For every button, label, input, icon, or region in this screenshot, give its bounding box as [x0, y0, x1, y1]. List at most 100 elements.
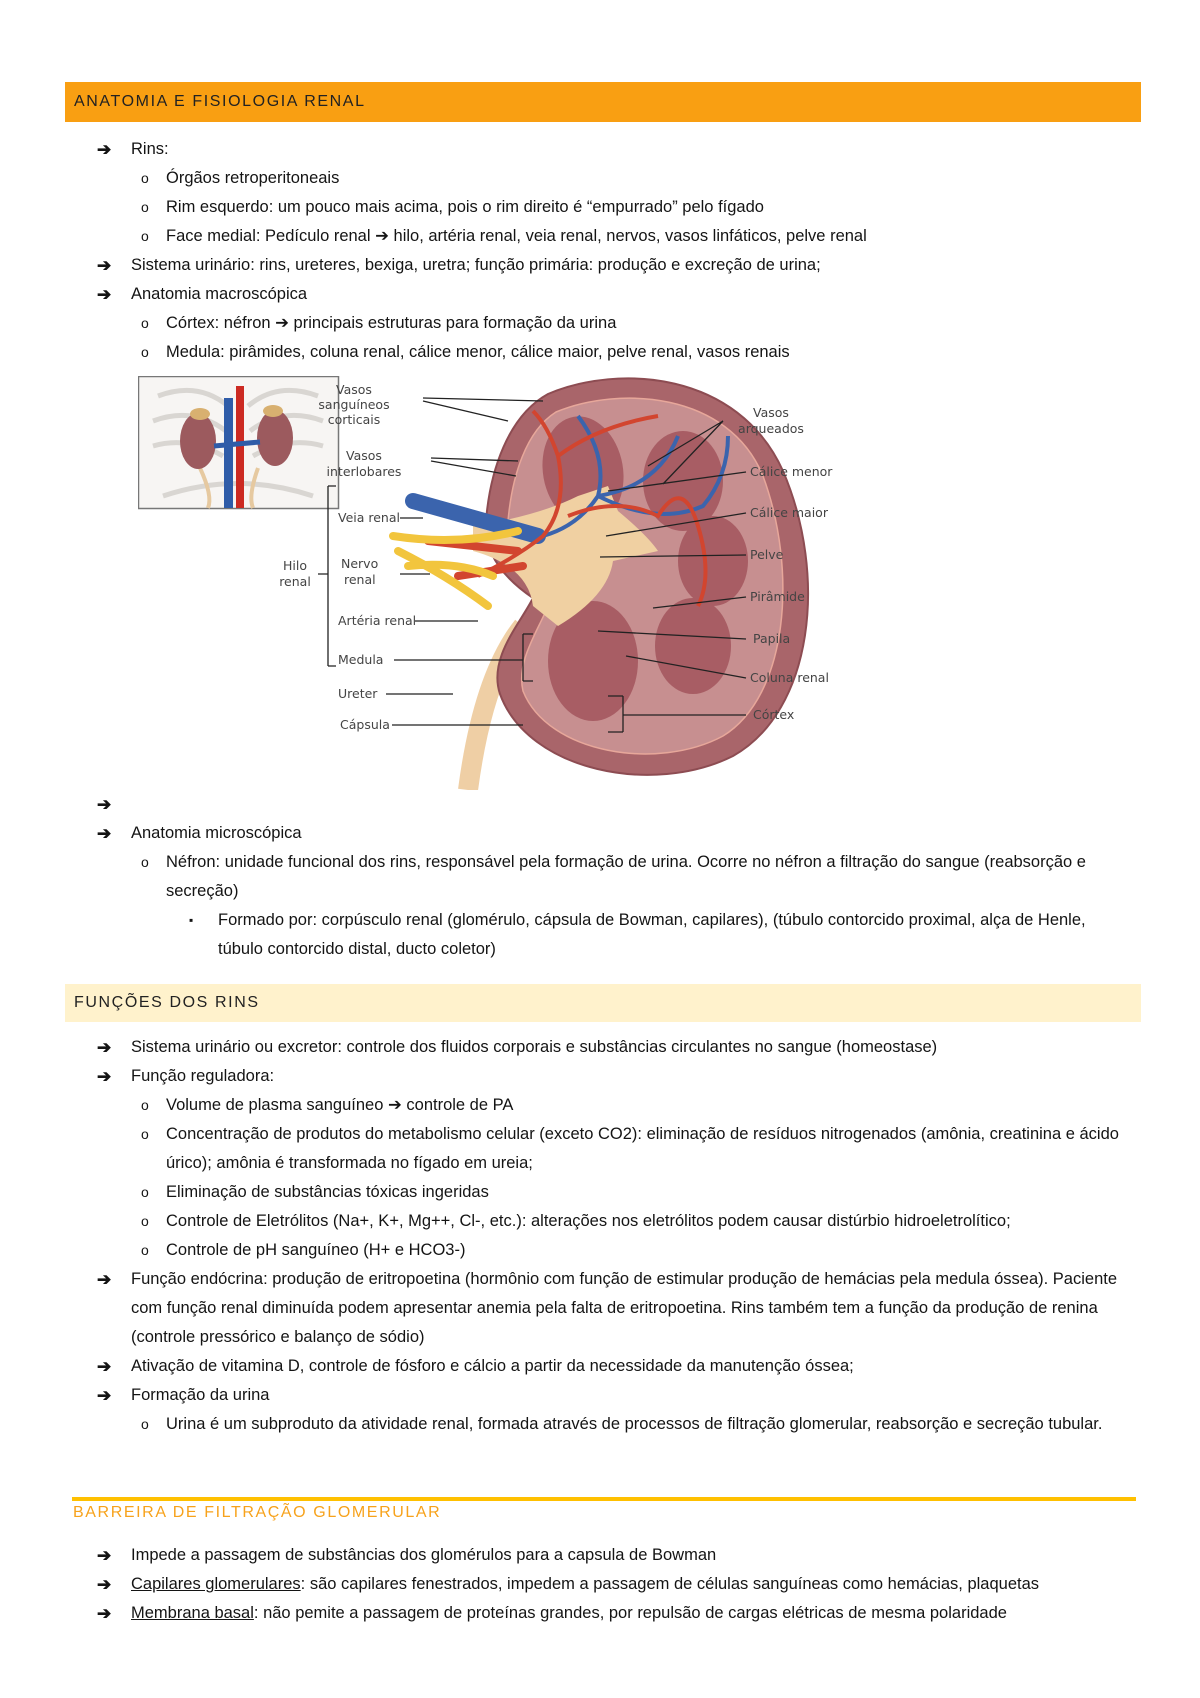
arrow-bullet-icon: ➔ [97, 1357, 112, 1376]
item-text: Órgãos retroperitoneais [166, 169, 340, 187]
list-item: o Controle de pH sanguíneo (H+ e HCO3-) [0, 1236, 1200, 1265]
label-nervo-renal: Nervo [341, 556, 378, 571]
circle-bullet-icon: o [141, 199, 149, 215]
section-divider [72, 1497, 1136, 1501]
item-text: Impede a passagem de substâncias dos glo… [131, 1546, 717, 1564]
item-text: : não pemite a passagem de proteínas gra… [253, 1604, 1007, 1622]
label-hilo-renal: renal [279, 574, 311, 589]
list-item: ▪ Formado por: corpúsculo renal (glomérul… [0, 906, 1134, 964]
arrow-bullet-icon: ➔ [97, 1575, 112, 1594]
label-pelve: Pelve [750, 547, 784, 562]
arrow-bullet-icon: ➔ [97, 1604, 112, 1623]
list-item: ➔ Função endócrina: produção de eritropoe… [0, 1265, 1134, 1352]
label-calice-menor: Cálice menor [750, 464, 833, 479]
arrow-bullet-icon: ➔ [97, 140, 112, 159]
arrow-bullet-icon: ➔ [97, 795, 112, 814]
circle-bullet-icon: o [141, 228, 149, 244]
item-text: Anatomia microscópica [131, 824, 302, 842]
list-item: ➔ Membrana basal: não pemite a passagem d… [0, 1599, 1200, 1628]
item-text: : são capilares fenestrados, impedem a p… [300, 1575, 1040, 1593]
circle-bullet-icon: o [141, 1184, 149, 1200]
list-item: o Face medial: Pedículo renal ➔ hilo, art… [0, 222, 1200, 251]
list-item: ➔ Formação da urina [0, 1381, 1200, 1410]
list-item: ➔ Anatomia microscópica [0, 819, 1200, 848]
circle-bullet-icon: o [141, 854, 149, 870]
label-coluna-renal: Coluna renal [750, 670, 829, 685]
label-ureter: Ureter [338, 686, 378, 701]
list-item: o Eliminação de substâncias tóxicas inger… [0, 1178, 1200, 1207]
list-item: o Concentração de produtos do metabolismo… [0, 1120, 1134, 1178]
list-item: o Medula: pirâmides, coluna renal, cálice… [0, 338, 1200, 367]
label-vasos-sanguineos: Vasos [336, 382, 372, 397]
label-medula: Medula [338, 652, 383, 667]
item-text: Volume de plasma sanguíneo ➔ controle de… [166, 1096, 514, 1114]
renal-nerve [389, 527, 522, 610]
item-text: Ativação de vitamina D, controle de fósf… [131, 1357, 854, 1375]
square-bullet-icon: ▪ [189, 913, 194, 927]
barreira-list: ➔ Impede a passagem de substâncias dos gl… [0, 1541, 1200, 1628]
section-header-anatomia: ANATOMIA E FISIOLOGIA RENAL [65, 82, 1141, 122]
term-underlined: Capilares glomerulares [131, 1575, 301, 1593]
arrow-bullet-icon: ➔ [97, 824, 112, 843]
circle-bullet-icon: o [141, 315, 149, 331]
label-vasos-interlobares: interlobares [327, 464, 402, 479]
item-text: Formação da urina [131, 1386, 270, 1404]
circle-bullet-icon: o [141, 1126, 149, 1142]
label-vasos-sanguineos: corticais [328, 412, 381, 427]
item-text: Medula: pirâmides, coluna renal, cálice … [166, 343, 790, 361]
term-underlined: Membrana basal [131, 1604, 254, 1622]
item-text: Anatomia macroscópica [131, 285, 308, 303]
anatomia-list-continued: ➔ ➔ Anatomia microscópica o Néfron: unidad… [0, 790, 1200, 964]
circle-bullet-icon: o [141, 1242, 149, 1258]
label-veia-renal: Veia renal [338, 510, 400, 525]
list-item: ➔ Rins: [0, 135, 1200, 164]
label-papila: Papila [753, 631, 790, 646]
label-vasos-sanguineos: sanguíneos [318, 397, 389, 412]
label-vasos-interlobares: Vasos [346, 448, 382, 463]
item-text: Córtex: néfron ➔ principais estruturas p… [166, 314, 617, 332]
label-capsula: Cápsula [340, 717, 390, 732]
arrow-bullet-icon: ➔ [97, 1038, 112, 1057]
list-item: ➔Sistema urinário ou excretor: controle … [0, 1033, 1200, 1062]
arrow-bullet-icon: ➔ [97, 285, 112, 304]
item-text: Urina é um subproduto da atividade renal… [166, 1415, 1103, 1433]
label-hilo-renal: Hilo [283, 558, 307, 573]
label-nervo-renal: renal [344, 572, 376, 587]
item-text: Formado por: corpúsculo renal (glomérulo… [218, 911, 1086, 958]
arrow-bullet-icon: ➔ [97, 1546, 112, 1565]
list-item-empty: ➔ [0, 790, 1200, 819]
kidney-anatomy-diagram: Vasos sanguíneos corticais Vasos interlo… [138, 376, 833, 790]
item-text: Controle de pH sanguíneo (H+ e HCO3-) [166, 1241, 466, 1259]
item-text: Concentração de produtos do metabolismo … [166, 1125, 1119, 1172]
list-item: ➔ Impede a passagem de substâncias dos gl… [0, 1541, 1200, 1570]
list-item: ➔ Capilares glomerulares: são capilares f… [0, 1570, 1200, 1599]
circle-bullet-icon: o [141, 344, 149, 360]
arrow-bullet-icon: ➔ [97, 1270, 112, 1289]
item-text: Rins: [131, 140, 169, 158]
section-title: FUNÇÕES DOS RINS [74, 994, 260, 1011]
item-text: Sistema urinário: rins, ureteres, bexiga… [131, 256, 821, 274]
item-text: Face medial: Pedículo renal ➔ hilo, arté… [166, 227, 867, 245]
arrow-bullet-icon: ➔ [97, 1386, 112, 1405]
leader-lines [318, 397, 747, 733]
list-item: ➔ Ativação de vitamina D, controle de fós… [0, 1352, 1200, 1381]
funcoes-list: ➔Sistema urinário ou excretor: controle … [0, 1033, 1200, 1439]
item-text: Néfron: unidade funcional dos rins, resp… [166, 853, 1086, 900]
item-text: Função endócrina: produção de eritropoet… [131, 1270, 1118, 1346]
list-item: o Néfron: unidade funcional dos rins, res… [0, 848, 1134, 906]
renal-pelvis [473, 486, 658, 626]
list-item: o Córtex: néfron ➔ principais estruturas … [0, 309, 1200, 338]
list-item: ➔Sistema urinário: rins, ureteres, bexig… [0, 251, 1200, 280]
label-vasos-arqueados: arqueados [738, 421, 804, 436]
arrow-bullet-icon: ➔ [97, 1067, 112, 1086]
artery-vessels [477, 409, 708, 607]
item-text: Controle de Eletrólitos (Na+, K+, Mg++, … [166, 1212, 1011, 1230]
item-text: Eliminação de substâncias tóxicas ingeri… [166, 1183, 489, 1201]
list-item: ➔ Anatomia macroscópica [0, 280, 1200, 309]
